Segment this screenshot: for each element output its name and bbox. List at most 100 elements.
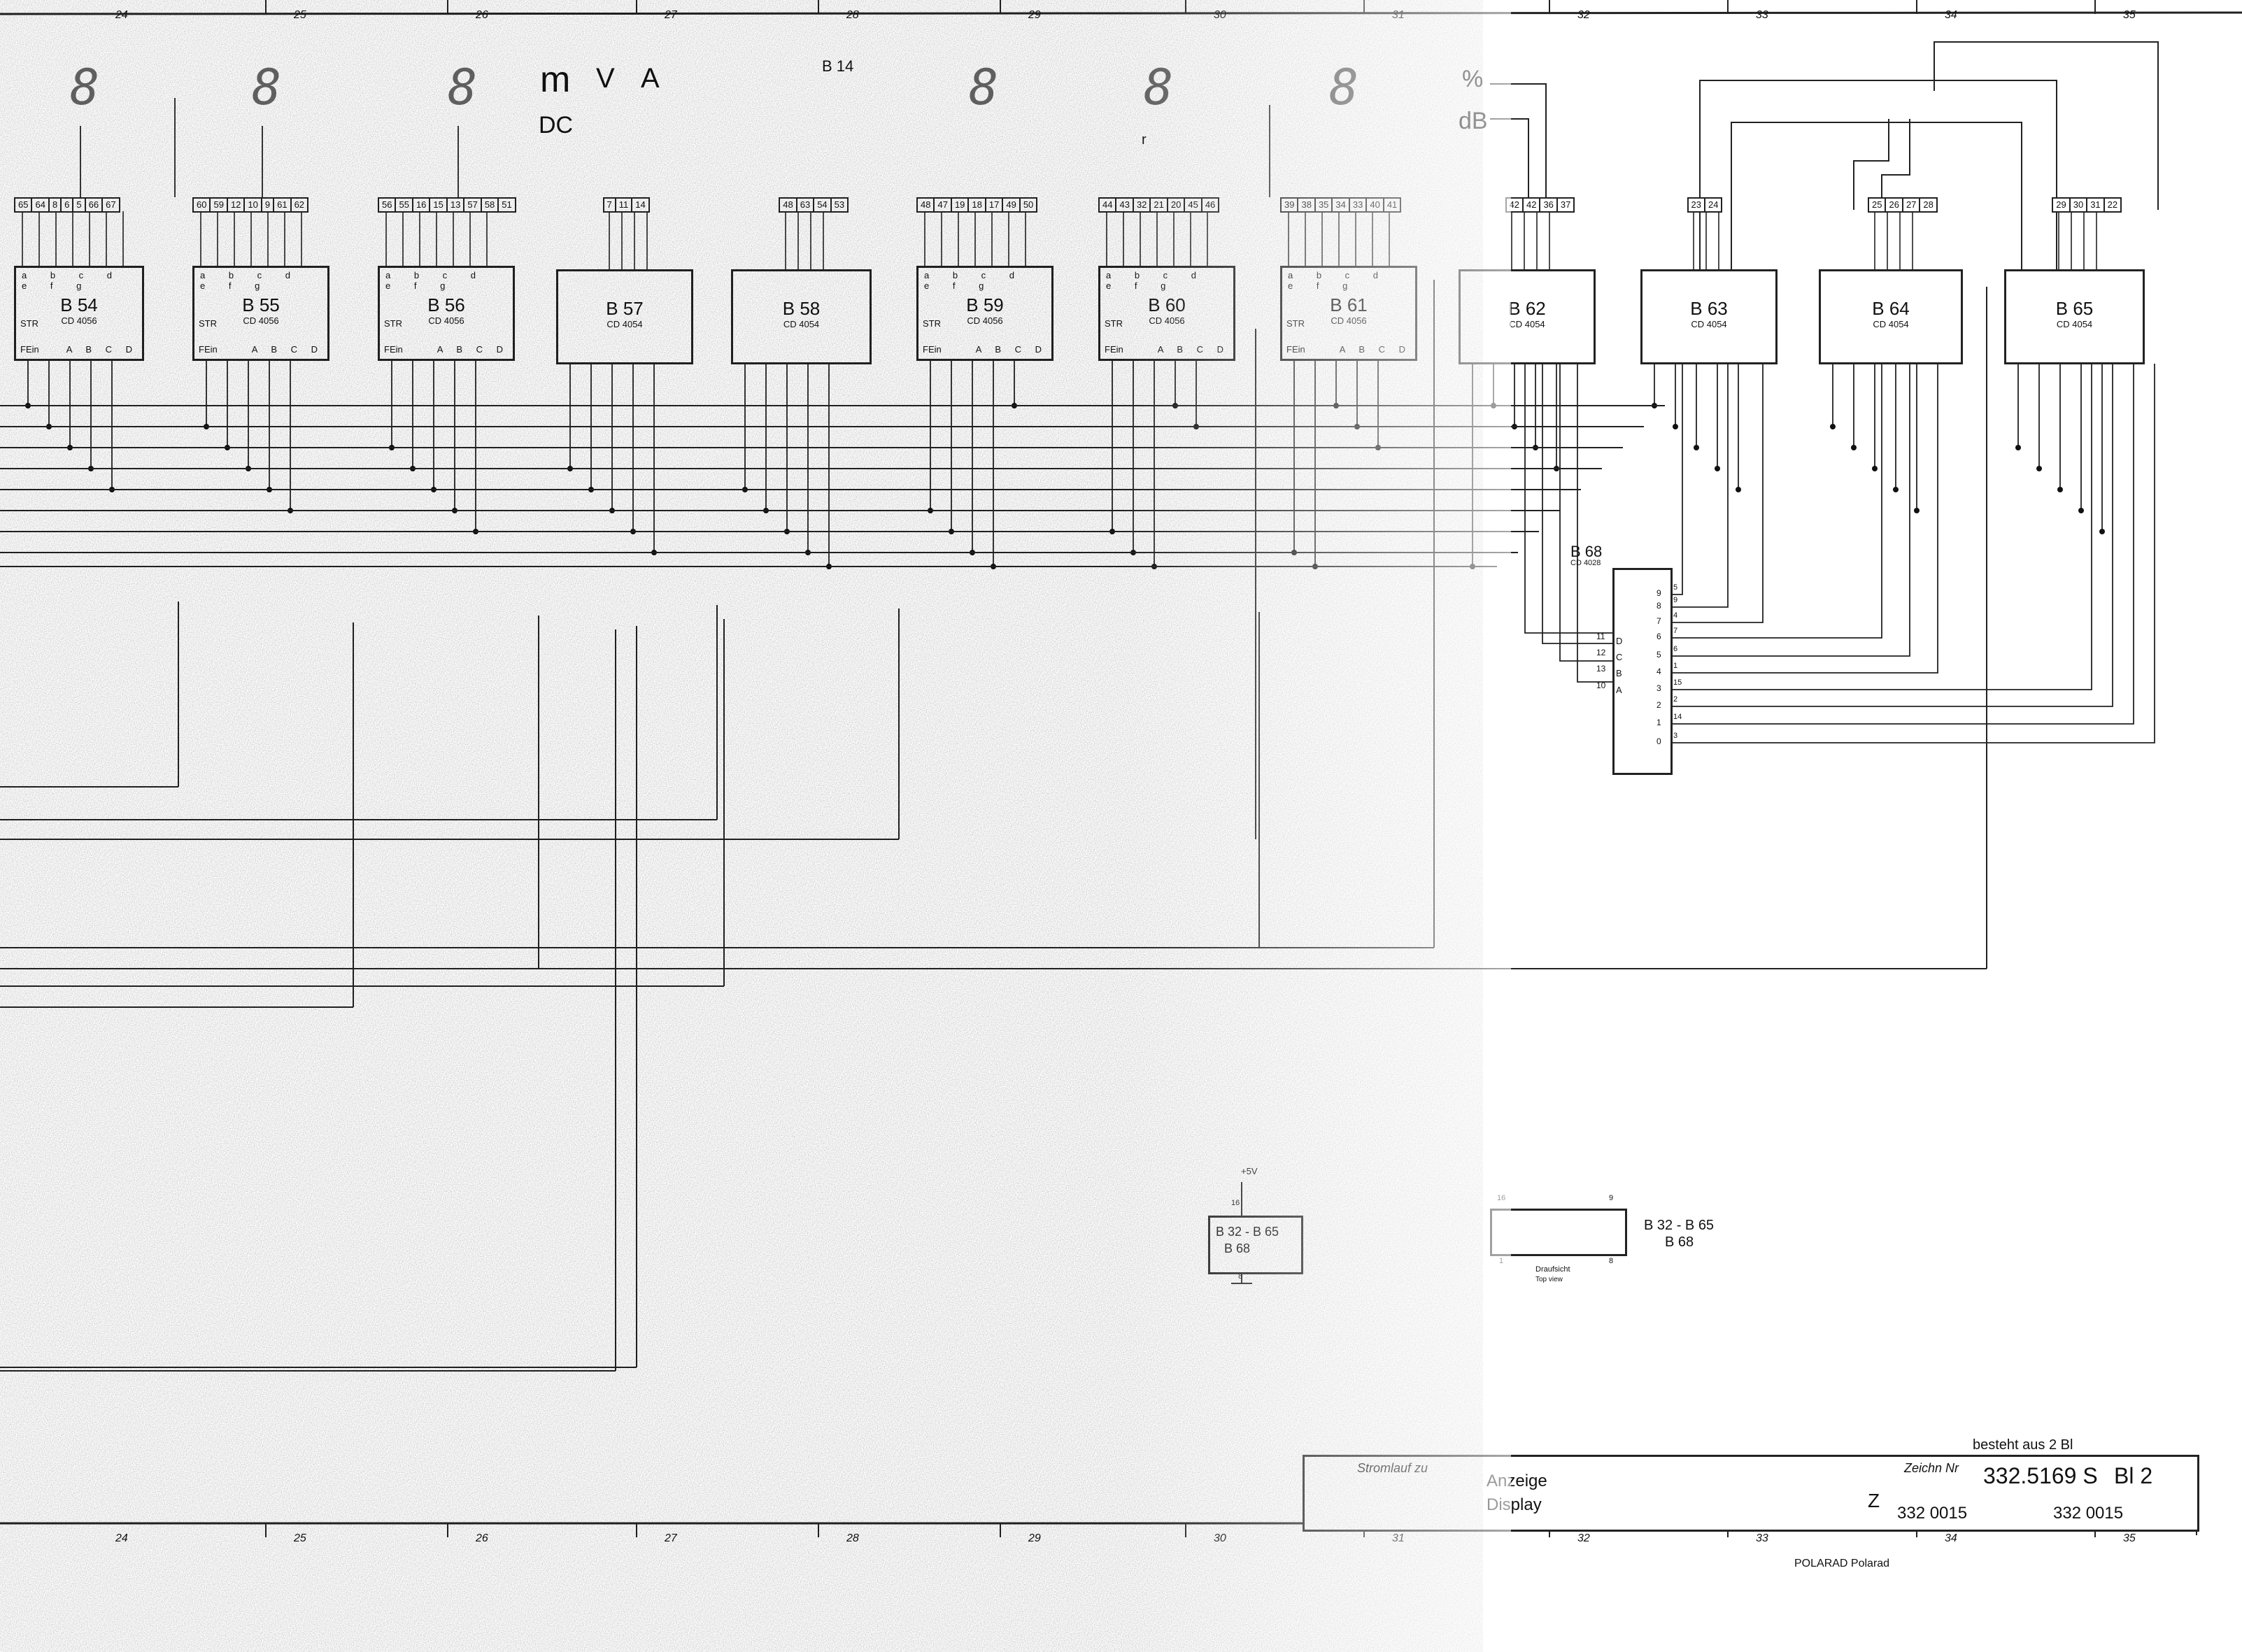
digit-display-3: 8: [448, 59, 478, 116]
column-number-bottom: 24: [115, 1532, 128, 1544]
bus-pin: 67: [106, 199, 116, 210]
chip-name: B 65: [2055, 298, 2094, 319]
decoder-output-label: 3: [1656, 683, 1661, 693]
bus-pin: 39: [1282, 199, 1299, 211]
bus-pin: 36: [1540, 199, 1558, 211]
column-number-top: 29: [1028, 9, 1041, 21]
unit-v: V: [596, 63, 615, 94]
bus-pin: 48: [918, 199, 935, 211]
digit-display-6: 8: [1329, 59, 1359, 116]
decoder-input-label: C: [1616, 652, 1623, 662]
abcd-label: A B C D: [66, 344, 138, 355]
column-number-bottom: 31: [1392, 1532, 1405, 1544]
decoder-output-pin: 1: [1673, 662, 1678, 670]
bus-pin: 12: [228, 199, 246, 211]
bus-pin: 57: [464, 199, 482, 211]
package-caption-en: Top view: [1535, 1276, 1563, 1283]
bus-pin: 44: [1100, 199, 1117, 211]
bus-pin: 38: [1298, 199, 1316, 211]
decoder-input-label: D: [1616, 636, 1623, 646]
column-number-top: 32: [1577, 9, 1590, 21]
bus-pin: 27: [1903, 199, 1921, 211]
bus-pin: 37: [1560, 199, 1571, 210]
bus-pin: 25: [1869, 199, 1887, 211]
bus-pin: 9: [262, 199, 275, 211]
decoder-input-pin: 12: [1596, 648, 1606, 657]
fein-label: FEin: [20, 344, 39, 355]
power-pin8: 8: [1238, 1272, 1243, 1281]
chip-name: B 58: [782, 298, 821, 319]
bus-pin: 66: [86, 199, 104, 211]
column-number-bottom: 27: [665, 1532, 677, 1544]
chip-type: CD 4054: [606, 319, 643, 329]
decoder-output-pin: 7: [1673, 627, 1678, 635]
chip-name: B 63: [1690, 298, 1728, 319]
column-number-bottom: 33: [1756, 1532, 1768, 1544]
decoder-name: B 68: [1570, 543, 1603, 560]
bus-pin: 22: [2107, 199, 2118, 210]
title-anzeige: Anzeige: [1487, 1472, 1547, 1490]
decoder-output-label: 6: [1656, 632, 1661, 641]
segment-labels: a b c d e f g: [924, 270, 1026, 291]
bus-pin: 29: [2053, 199, 2071, 211]
column-number-bottom: 26: [476, 1532, 488, 1544]
segment-labels: a b c d e f g: [22, 270, 123, 291]
column-number-top: 30: [1214, 9, 1226, 21]
digit-display-4: 8: [969, 59, 999, 116]
decoder-input-pin: 10: [1596, 681, 1606, 690]
bus-pin: 35: [1316, 199, 1333, 211]
column-number-bottom: 30: [1214, 1532, 1226, 1544]
package-ref1: B 32 - B 65: [1644, 1218, 1715, 1233]
decoder-output-pin: 5: [1673, 583, 1678, 592]
bus-pin: 19: [952, 199, 970, 211]
decoder-output-label: 9: [1656, 588, 1661, 598]
bus-pin: 42: [1507, 199, 1524, 211]
bus-pin: 11: [616, 199, 633, 211]
bus-pin: 40: [1367, 199, 1384, 211]
ic-package-top-view: [1490, 1209, 1627, 1256]
bus-pin: 65: [15, 199, 33, 211]
decoder-output-pin: 6: [1673, 645, 1678, 653]
bus-pin: 20: [1168, 199, 1186, 211]
unit-percent: %: [1462, 66, 1484, 92]
bus-pin: 30: [2071, 199, 2088, 211]
column-number-top: 28: [846, 9, 859, 21]
bus-pin: 28: [1923, 199, 1934, 210]
chip-name: B 62: [1508, 298, 1546, 319]
bus-pin: 63: [797, 199, 815, 211]
decoder-b68: [1612, 568, 1673, 775]
column-number-top: 34: [1945, 9, 1957, 21]
title-z: Z: [1868, 1490, 1880, 1511]
bus-pin: 48: [780, 199, 797, 211]
chip-name: B 56: [427, 294, 465, 315]
decoder-output-label: 8: [1656, 601, 1661, 611]
title-stromlauf: Stromlauf zu: [1357, 1461, 1428, 1475]
column-number-bottom: 25: [294, 1532, 306, 1544]
title-ref-left: 332 0015: [1897, 1504, 1968, 1523]
power-vcc: +5V: [1241, 1166, 1258, 1176]
chip-name: B 54: [60, 294, 98, 315]
package-pin1: 1: [1499, 1257, 1504, 1265]
bus-pin: 5: [73, 199, 86, 211]
bus-pin: 64: [32, 199, 50, 211]
segment-labels: a b c d e f g: [385, 270, 487, 291]
bus-pin: 50: [1023, 199, 1034, 210]
decoder-input-pin: 11: [1596, 632, 1605, 641]
bus-pin: 32: [1134, 199, 1151, 211]
bus-pin: 49: [1003, 199, 1021, 211]
title-zeichn-nr: 332.5169 S: [1983, 1463, 2098, 1488]
